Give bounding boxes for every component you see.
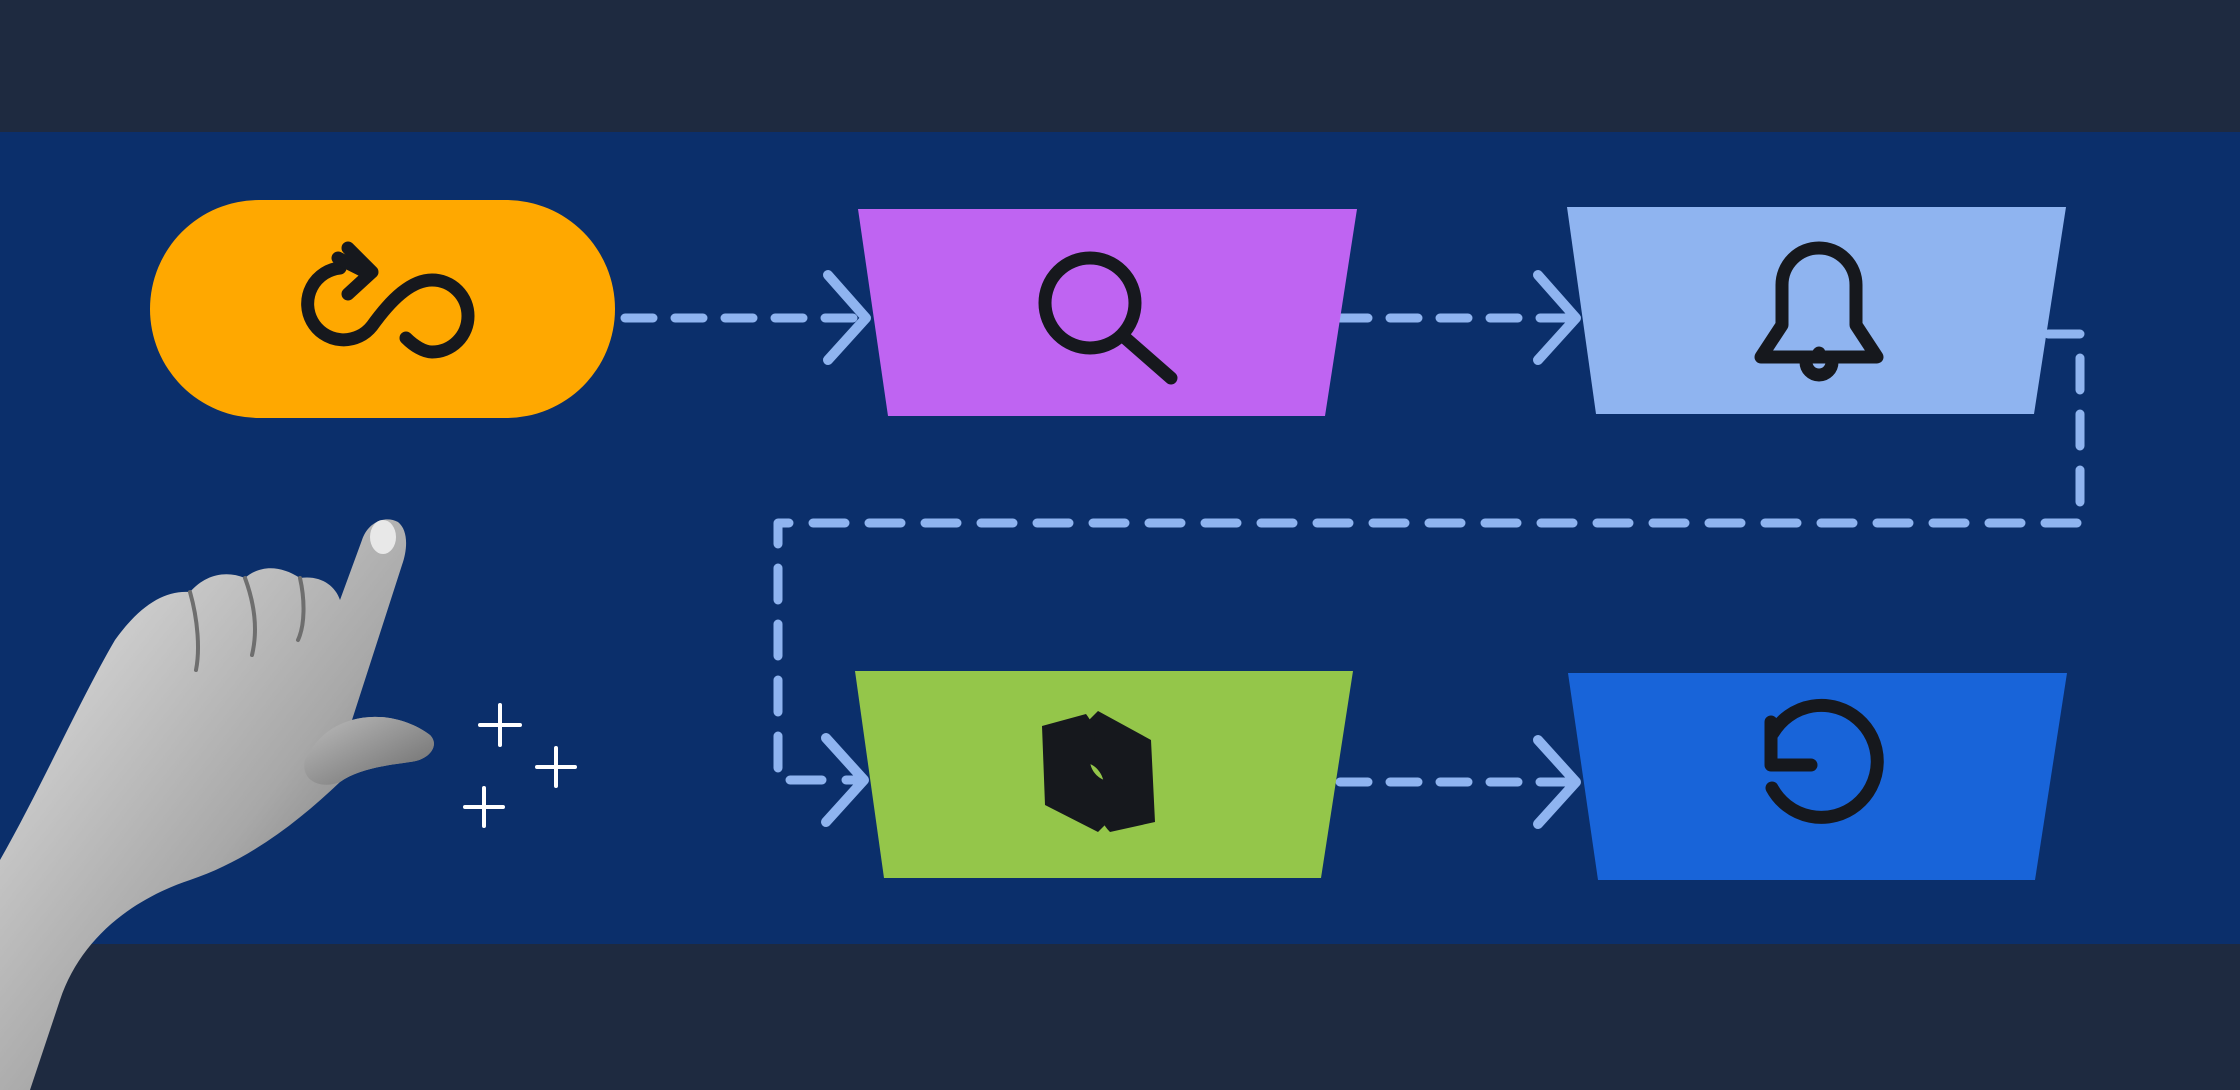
sparkle-plus-icons: [463, 703, 577, 828]
node-restart-shape: [1568, 673, 2067, 880]
connector-notify-to-process: [773, 329, 2085, 827]
node-restart: [1568, 673, 2067, 880]
node-search-shape: [858, 209, 1357, 416]
node-process: [855, 671, 1353, 878]
pointing-hand-illustration: [0, 519, 434, 1090]
rotate-ccw-icon: [1764, 698, 1884, 824]
node-notify-shape: [1567, 207, 2066, 414]
node-notify: [1567, 207, 2066, 414]
connector-search-to-notify: [1335, 270, 1581, 365]
connector-start-to-search: [620, 270, 871, 365]
hexagon-logo-icon: [1042, 711, 1155, 832]
node-search: [858, 209, 1357, 416]
bell-icon: [1754, 241, 1884, 382]
search-icon: [1038, 251, 1178, 385]
infinity-loop-arrow-icon: [301, 241, 475, 359]
node-start: [150, 200, 615, 418]
connector-process-to-restart: [1335, 735, 1581, 829]
